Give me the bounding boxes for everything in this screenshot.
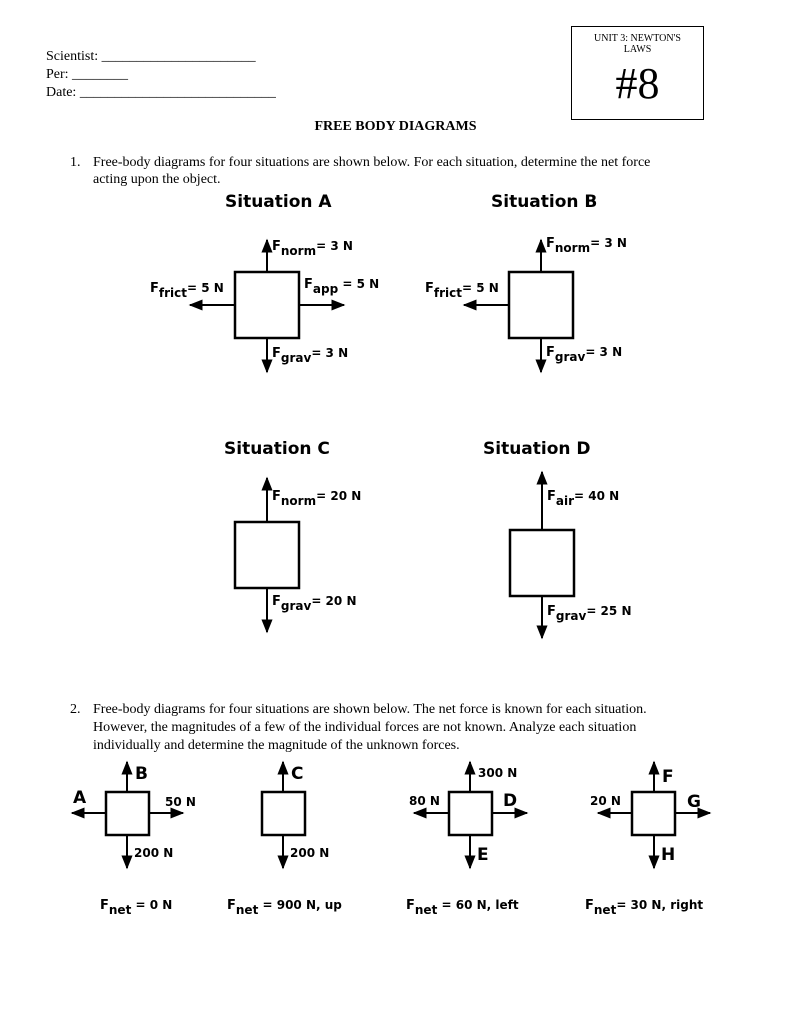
situation-c: Situation C Fnorm= 20 N Fgrav= 20 N (224, 439, 361, 634)
object-box (507, 270, 575, 340)
object-box (233, 270, 301, 340)
situation-a: Situation A Fnorm= 3 N Ffrict= 5 N Fapp … (150, 192, 379, 374)
force-label-left: Ffrict= 5 N (425, 281, 499, 300)
force-label-left: 80 N (409, 794, 440, 808)
question-2-line-3: individually and determine the magnitude… (93, 738, 460, 753)
unknown-force-f: F (662, 767, 674, 787)
question-2-number: 2. (70, 702, 81, 717)
q2-diagram-3: 300 N 80 N D E Fnet = 60 N, left (406, 760, 529, 917)
situation-a-title: Situation A (225, 192, 332, 212)
situation-c-title: Situation C (224, 439, 330, 459)
question-2-line-1: Free-body diagrams for four situations a… (93, 702, 647, 717)
force-label-down: Fgrav= 3 N (272, 346, 348, 365)
unit-label: UNIT 3: NEWTON'S LAWS (594, 33, 681, 55)
situation-d: Situation D Fair= 40 N Fgrav= 25 N (483, 439, 631, 640)
unknown-force-c: C (291, 764, 303, 784)
worksheet-title: FREE BODY DIAGRAMS (314, 119, 477, 134)
question-1-number: 1. (70, 155, 81, 170)
situation-b: Situation B Fnorm= 3 N Ffrict= 5 N Fgrav… (425, 192, 627, 374)
force-label-left: Ffrict= 5 N (150, 281, 224, 300)
force-label-left: 20 N (590, 794, 621, 808)
scientist-field[interactable]: Scientist: ______________________ (46, 49, 256, 64)
object-box (508, 528, 576, 598)
unknown-force-a: A (73, 788, 87, 808)
force-label-down: 200 N (134, 846, 173, 860)
question-2-line-2: However, the magnitudes of a few of the … (93, 720, 637, 735)
net-force-label: Fnet = 900 N, up (227, 898, 342, 917)
force-label-down: 200 N (290, 846, 329, 860)
unknown-force-g: G (687, 792, 701, 812)
force-label-up: Fnorm= 20 N (272, 489, 361, 508)
period-field[interactable]: Per: ________ (46, 67, 129, 82)
force-label-right: Fapp = 5 N (304, 277, 379, 296)
force-label-right: 50 N (165, 795, 196, 809)
object-box (630, 790, 677, 837)
force-label-down: Fgrav= 20 N (272, 594, 356, 613)
object-box (104, 790, 151, 837)
net-force-label: Fnet = 60 N, left (406, 898, 519, 917)
object-box (233, 520, 301, 590)
date-field[interactable]: Date: ____________________________ (46, 85, 276, 100)
question-1-line-1: Free-body diagrams for four situations a… (93, 155, 651, 170)
unknown-force-h: H (661, 845, 675, 865)
force-label-up: Fnorm= 3 N (546, 236, 627, 255)
net-force-label: Fnet= 30 N, right (585, 898, 703, 917)
question-1-line-2: acting upon the object. (93, 172, 221, 187)
force-label-up: Fnorm= 3 N (272, 239, 353, 258)
unknown-force-b: B (135, 764, 148, 784)
unit-box: UNIT 3: NEWTON'S LAWS #8 (571, 26, 704, 120)
situation-b-title: Situation B (491, 192, 597, 212)
force-label-down: Fgrav= 3 N (546, 345, 622, 364)
force-label-up: 300 N (478, 766, 517, 780)
force-label-down: Fgrav= 25 N (547, 604, 631, 623)
object-box (447, 790, 494, 837)
unknown-force-d: D (503, 791, 517, 811)
object-box (260, 790, 307, 837)
q2-diagram-2: C 200 N Fnet = 900 N, up (227, 760, 342, 917)
q2-diagram-1: B A 50 N 200 N Fnet = 0 N (70, 760, 196, 917)
situation-d-title: Situation D (483, 439, 591, 459)
unknown-force-e: E (477, 845, 489, 865)
force-label-up: Fair= 40 N (547, 489, 619, 508)
q2-diagram-4: F 20 N G H Fnet= 30 N, right (585, 760, 712, 917)
worksheet-number: #8 (615, 59, 660, 108)
net-force-label: Fnet = 0 N (100, 898, 172, 917)
